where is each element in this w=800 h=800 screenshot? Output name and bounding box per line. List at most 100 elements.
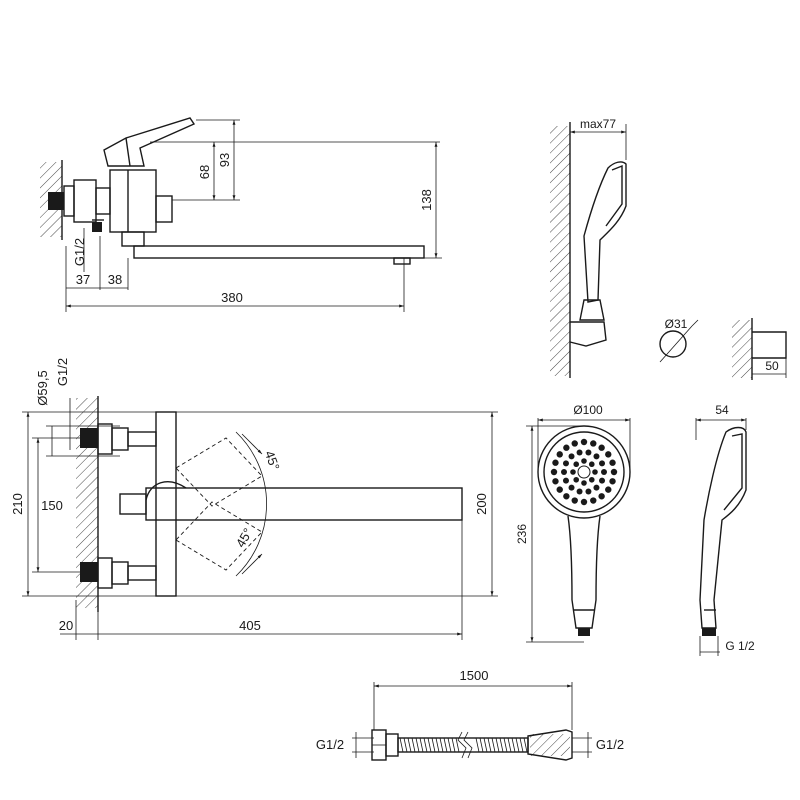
nozzle-dot xyxy=(590,497,597,504)
dim-50: 50 xyxy=(765,359,779,373)
wall-holder-view: max77 Ø31 50 xyxy=(550,117,787,380)
nozzle-dot xyxy=(556,451,563,458)
nozzle-dot xyxy=(601,469,607,475)
angle-45-lower: 45° xyxy=(233,525,256,550)
nozzle-dot xyxy=(588,461,595,468)
nozzle-dot xyxy=(562,460,569,467)
hose-coil-line xyxy=(455,737,460,753)
hose-coil-line xyxy=(507,737,512,753)
dim-38: 38 xyxy=(108,272,122,287)
handshower-side xyxy=(583,161,627,303)
dim-210: 210 xyxy=(10,493,25,515)
nozzle-dot xyxy=(556,486,563,493)
shower-head-side: 54 G 1/2 xyxy=(695,403,755,656)
nozzle-dot xyxy=(598,493,605,500)
nozzle-dot xyxy=(580,498,588,506)
nozzle-dot xyxy=(599,460,606,467)
hose-coil-line xyxy=(499,737,504,753)
nozzle-dot xyxy=(598,444,605,451)
nozzle-dot xyxy=(585,449,592,456)
dim-max77: max77 xyxy=(580,117,616,131)
dim-20: 20 xyxy=(59,618,73,633)
nozzle-dot xyxy=(563,493,570,500)
mixer-body-top xyxy=(155,411,177,597)
hose-coil-line xyxy=(427,737,432,753)
nozzle-dot xyxy=(562,477,569,484)
dim-37: 37 xyxy=(76,272,90,287)
side-view: 93 68 138 G1/2 37 38 380 xyxy=(40,117,442,312)
hose-coil-line xyxy=(503,737,508,753)
hose-coil-line xyxy=(491,737,496,753)
dim-138: 138 xyxy=(419,189,434,211)
hose-coil-line xyxy=(399,737,404,753)
hose-coil-line xyxy=(443,737,448,753)
shower-head-front: Ø100 236 xyxy=(515,403,631,643)
dim-54: 54 xyxy=(715,403,729,417)
nozzle-dot xyxy=(588,476,595,483)
nozzle-dot xyxy=(609,478,616,485)
hose-coil-line xyxy=(403,737,408,753)
dim-1500: 1500 xyxy=(460,668,489,683)
nozzle-dot xyxy=(573,461,580,468)
nozzle-dot xyxy=(580,438,588,446)
shower-hose: 1500 G1/2 G1/2 xyxy=(316,668,624,761)
center-ring xyxy=(577,465,591,479)
hose-coil-line xyxy=(495,737,500,753)
hose-coil-line xyxy=(479,737,484,753)
dim-d31: Ø31 xyxy=(665,317,688,331)
wall-hatch-top xyxy=(76,398,98,608)
hose-coil-line xyxy=(415,737,420,753)
nozzle-dot xyxy=(581,458,587,464)
nozzle-dot xyxy=(610,468,618,476)
hose-thread-left: G1/2 xyxy=(316,737,344,752)
dim-200: 200 xyxy=(474,493,489,515)
nozzle-pattern xyxy=(550,438,618,506)
dim-93: 93 xyxy=(217,153,232,167)
dim-g12-handshower: G 1/2 xyxy=(725,639,755,653)
dim-68: 68 xyxy=(197,165,212,179)
hose-coil-line xyxy=(515,737,520,753)
nozzle-dot xyxy=(568,484,575,491)
nozzle-dot xyxy=(576,449,583,456)
hose-coil-line xyxy=(475,737,480,753)
nozzle-dot xyxy=(590,440,597,447)
nozzle-dot xyxy=(599,477,606,484)
nozzle-dot xyxy=(568,453,575,460)
hose-coils xyxy=(399,737,528,753)
hose-coil-line xyxy=(419,737,424,753)
nozzle-dot xyxy=(605,486,612,493)
dim-d100: Ø100 xyxy=(573,403,603,417)
nozzle-dot xyxy=(561,469,567,475)
nozzle-dot xyxy=(552,478,559,485)
hose-coil-line xyxy=(407,737,412,753)
hose-coil-line xyxy=(423,737,428,753)
hose-coil-line xyxy=(447,737,452,753)
hose-coil-line xyxy=(435,737,440,753)
nozzle-dot xyxy=(581,480,587,486)
hose-cone-fitting xyxy=(527,729,573,761)
nozzle-dot xyxy=(571,497,578,504)
hose-thread-right: G1/2 xyxy=(596,737,624,752)
nozzle-dot xyxy=(593,484,600,491)
eccentric-fitting xyxy=(48,192,64,210)
hose-coil-line xyxy=(487,737,492,753)
dim-g12-top: G1/2 xyxy=(55,358,70,386)
nozzle-dot xyxy=(550,468,558,476)
hose-coil-line xyxy=(431,737,436,753)
hose-coil-line xyxy=(411,737,416,753)
hose-coil-line xyxy=(511,737,516,753)
nozzle-dot xyxy=(576,488,583,495)
dim-405: 405 xyxy=(239,618,261,633)
dim-g12-side: G1/2 xyxy=(72,238,87,266)
spout-top xyxy=(145,487,463,521)
nozzle-dot xyxy=(573,476,580,483)
nozzle-dot xyxy=(563,444,570,451)
hose-coil-line xyxy=(483,737,488,753)
mixer-body xyxy=(109,169,157,233)
spout-arm xyxy=(133,245,425,259)
hose-coil-line xyxy=(519,737,524,753)
nozzle-dot xyxy=(592,469,598,475)
handshower-handle xyxy=(567,515,601,629)
nozzle-dot xyxy=(609,459,616,466)
